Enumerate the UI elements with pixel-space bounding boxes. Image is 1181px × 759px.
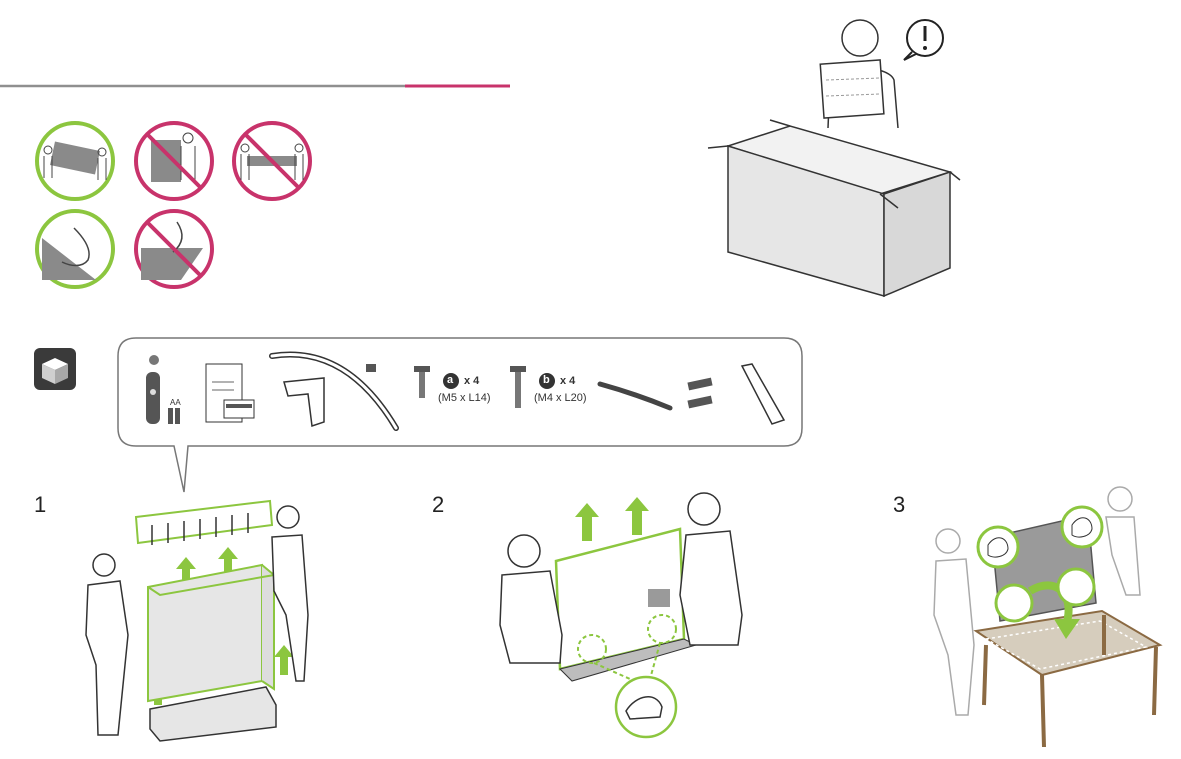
ok-carry-two-people-icon: [35, 121, 115, 201]
step-number-1: 1: [34, 492, 47, 517]
cable-tie-icon: [597, 381, 673, 411]
step-1-remove-packaging-illustration: [85, 499, 309, 742]
header-rule: [0, 84, 510, 88]
unboxing-warning-illustration: [707, 19, 961, 298]
ok-hold-edge-icon: [35, 209, 115, 289]
screw-a-count: x 4: [464, 375, 480, 387]
step-number-2: 2: [432, 492, 445, 517]
screw-b-icon: [510, 366, 526, 408]
screw-b-count: x 4: [560, 375, 576, 387]
step-2-lift-tv-illustration: [499, 492, 743, 739]
prohibited-press-screen-icon: [134, 209, 214, 289]
box-contents-icon: [34, 348, 76, 390]
screw-a-icon: [414, 366, 430, 398]
battery-label: AA: [170, 398, 181, 407]
cable-holder-icon: [687, 377, 713, 409]
screw-a-size: (M5 x L14): [438, 392, 491, 404]
screw-b-size: (M4 x L20): [534, 392, 587, 404]
warning-icon: [903, 19, 944, 61]
prohibited-carry-alone-icon: [134, 121, 214, 201]
screw-a-badge: [443, 373, 459, 389]
screw-b-badge: [539, 373, 555, 389]
prohibited-carry-flat-icon: [232, 121, 312, 201]
step-number-3: 3: [893, 492, 906, 517]
accessories-callout: [117, 337, 803, 493]
screw-a-letter: a: [447, 374, 454, 386]
screw-b-letter: b: [543, 374, 550, 386]
user-manual-icon: [205, 363, 255, 423]
remote-control-icon: [146, 355, 180, 424]
stand-icon: [269, 351, 399, 431]
step-3-place-on-table-illustration: [933, 486, 1163, 748]
cover-bracket-icon: [740, 363, 786, 425]
